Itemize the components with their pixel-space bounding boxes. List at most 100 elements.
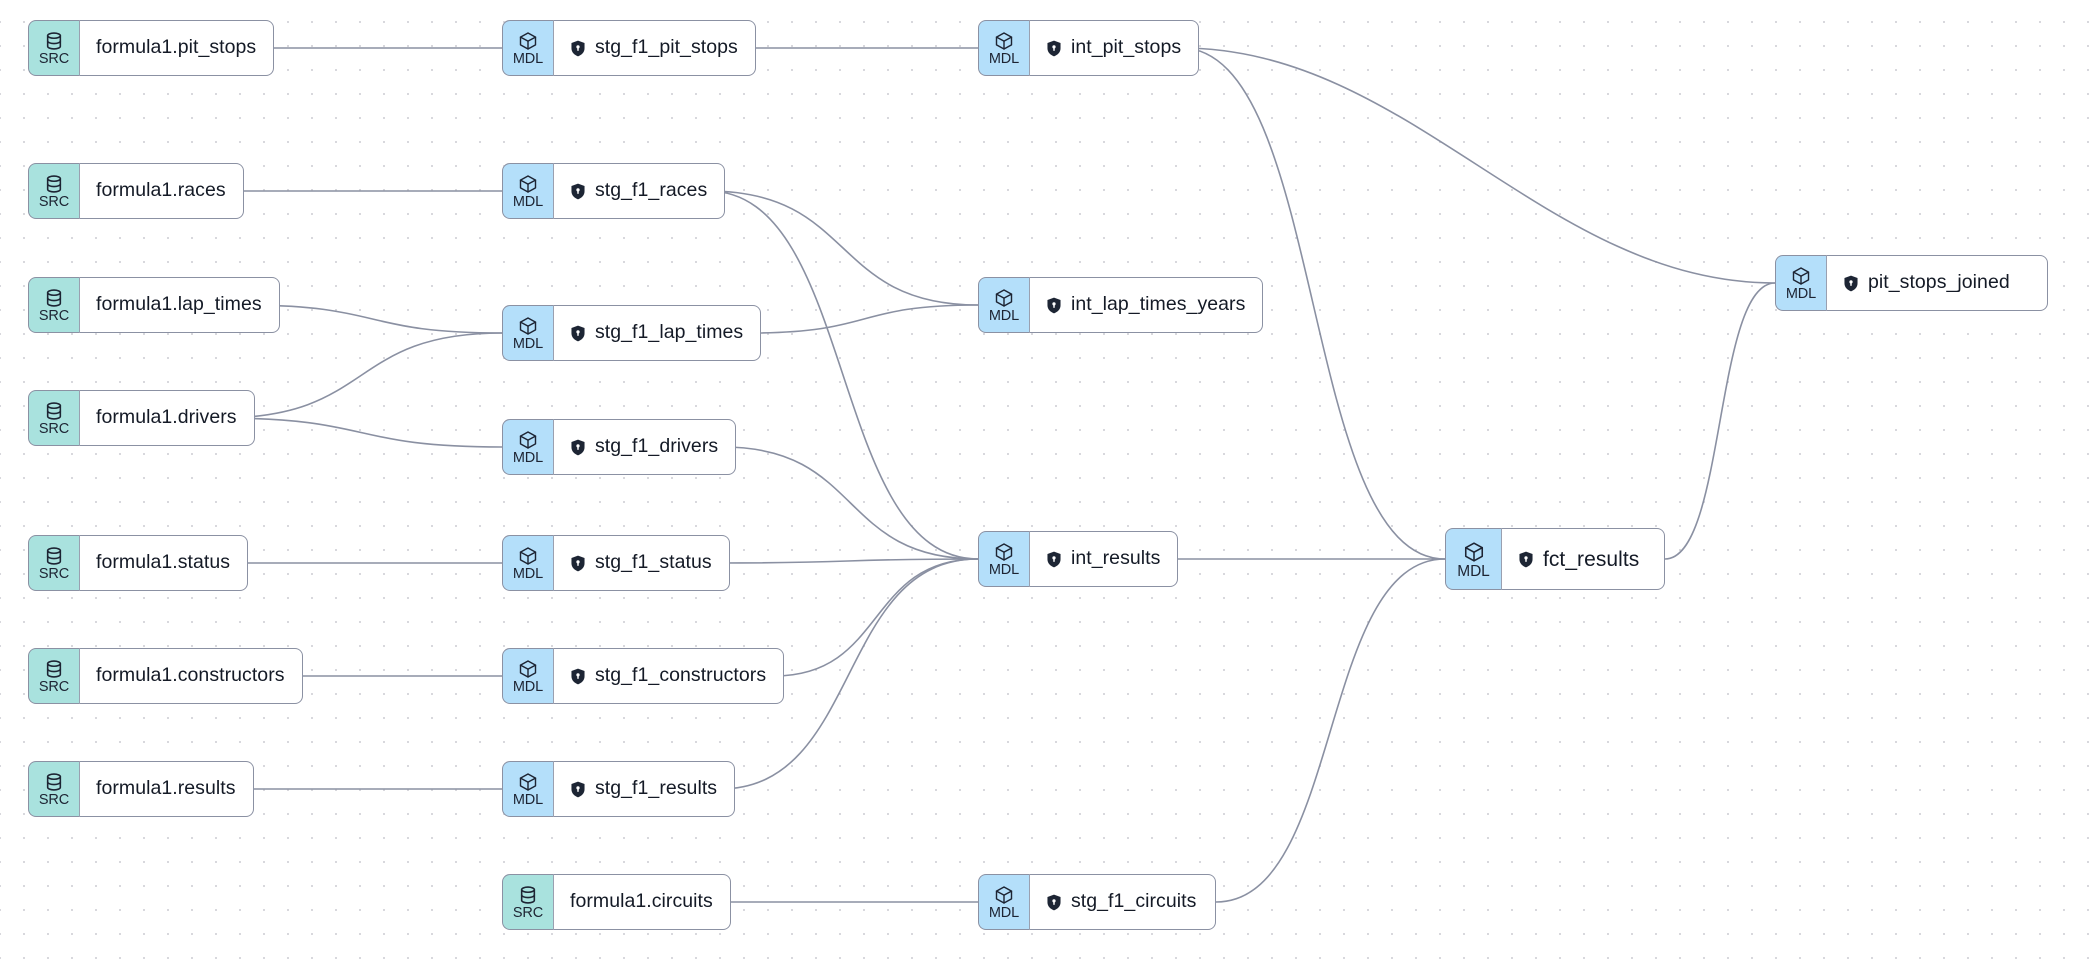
- graph-node-src_pit_stops[interactable]: SRC formula1.pit_stops: [28, 20, 275, 76]
- cube-icon: [518, 659, 538, 679]
- shield-lock-icon: [570, 183, 586, 200]
- edge-stg_circuits-to-fct_results: [1215, 558, 1446, 903]
- edge-src_lap_times-to-stg_lap_times: [242, 304, 503, 334]
- node-label: stg_f1_drivers: [595, 435, 719, 458]
- shield-lock-icon: [570, 325, 586, 342]
- node-type-label: SRC: [512, 905, 544, 921]
- database-icon: [44, 772, 64, 792]
- database-icon: [518, 885, 538, 905]
- node-type-label: MDL: [512, 566, 544, 582]
- node-type-badge-mdl: MDL: [502, 305, 553, 361]
- node-body[interactable]: formula1.circuits: [553, 874, 731, 930]
- cube-icon: [994, 885, 1014, 905]
- shield-lock-icon: [1518, 551, 1534, 568]
- node-body[interactable]: stg_f1_pit_stops: [553, 20, 756, 76]
- node-type-label: MDL: [512, 336, 544, 352]
- node-type-label: SRC: [38, 194, 70, 210]
- shield-lock-icon: [570, 555, 586, 572]
- node-type-badge-src: SRC: [28, 163, 79, 219]
- node-type-label: SRC: [38, 679, 70, 695]
- node-body[interactable]: stg_f1_status: [553, 535, 730, 591]
- graph-node-stg_drivers[interactable]: MDL stg_f1_drivers: [502, 419, 737, 475]
- node-body[interactable]: int_lap_times_years: [1029, 277, 1264, 333]
- node-type-badge-mdl: MDL: [502, 419, 553, 475]
- node-body[interactable]: formula1.drivers: [79, 390, 255, 446]
- edge-stg_races-to-int_results: [707, 190, 979, 560]
- database-icon: [44, 401, 64, 421]
- cube-icon: [518, 430, 538, 450]
- graph-node-src_results[interactable]: SRC formula1.results: [28, 761, 254, 817]
- node-body[interactable]: formula1.results: [79, 761, 254, 817]
- graph-node-src_lap_times[interactable]: SRC formula1.lap_times: [28, 277, 280, 333]
- node-type-label: MDL: [512, 450, 544, 466]
- graph-node-stg_constructors[interactable]: MDL stg_f1_constructors: [502, 648, 785, 704]
- node-type-badge-mdl: MDL: [502, 761, 553, 817]
- node-body[interactable]: formula1.status: [79, 535, 249, 591]
- database-icon: [44, 659, 64, 679]
- node-type-badge-mdl: MDL: [1445, 528, 1501, 590]
- node-body[interactable]: stg_f1_constructors: [553, 648, 785, 704]
- node-body[interactable]: formula1.pit_stops: [79, 20, 275, 76]
- node-body[interactable]: int_results: [1029, 531, 1179, 587]
- node-type-badge-src: SRC: [28, 761, 79, 817]
- shield-lock-icon: [570, 40, 586, 57]
- node-type-label: MDL: [988, 905, 1020, 921]
- node-type-badge-mdl: MDL: [502, 163, 553, 219]
- node-label: formula1.results: [96, 777, 236, 800]
- node-type-label: MDL: [512, 792, 544, 808]
- node-body[interactable]: stg_f1_results: [553, 761, 736, 817]
- edge-stg_constructors-to-int_results: [773, 558, 979, 677]
- graph-node-stg_pit_stops[interactable]: MDL stg_f1_pit_stops: [502, 20, 756, 76]
- node-label: pit_stops_joined: [1868, 271, 2010, 294]
- node-label: stg_f1_constructors: [595, 664, 767, 687]
- node-body[interactable]: stg_f1_circuits: [1029, 874, 1216, 930]
- node-body[interactable]: int_pit_stops: [1029, 20, 1200, 76]
- graph-node-src_constructors[interactable]: SRC formula1.constructors: [28, 648, 303, 704]
- node-body[interactable]: fct_results: [1501, 528, 1665, 590]
- node-label: int_results: [1071, 547, 1161, 570]
- edge-stg_lap_times-to-int_lap_times_years: [749, 304, 979, 334]
- node-type-label: SRC: [38, 308, 70, 324]
- database-icon: [44, 174, 64, 194]
- node-body[interactable]: formula1.constructors: [79, 648, 303, 704]
- node-type-label: MDL: [1785, 286, 1817, 302]
- node-type-label: MDL: [512, 51, 544, 67]
- node-type-badge-src: SRC: [28, 648, 79, 704]
- node-type-label: SRC: [38, 51, 70, 67]
- cube-icon: [518, 174, 538, 194]
- graph-node-stg_lap_times[interactable]: MDL stg_f1_lap_times: [502, 305, 762, 361]
- node-type-label: MDL: [512, 679, 544, 695]
- node-label: stg_f1_pit_stops: [595, 36, 738, 59]
- cube-icon: [518, 316, 538, 336]
- node-label: formula1.status: [96, 551, 231, 574]
- node-body[interactable]: stg_f1_races: [553, 163, 726, 219]
- database-icon: [44, 546, 64, 566]
- edge-src_drivers-to-stg_drivers: [219, 417, 503, 448]
- node-body[interactable]: formula1.races: [79, 163, 244, 219]
- graph-node-src_circuits[interactable]: SRC formula1.circuits: [502, 874, 731, 930]
- graph-node-pit_stops_joined[interactable]: MDL pit_stops_joined: [1775, 255, 2048, 311]
- graph-node-src_races[interactable]: SRC formula1.races: [28, 163, 244, 219]
- node-body[interactable]: stg_f1_lap_times: [553, 305, 762, 361]
- node-body[interactable]: pit_stops_joined: [1826, 255, 2048, 311]
- node-label: int_lap_times_years: [1071, 293, 1246, 316]
- shield-lock-icon: [570, 781, 586, 798]
- graph-node-stg_status[interactable]: MDL stg_f1_status: [502, 535, 730, 591]
- edge-stg_status-to-int_results: [717, 558, 979, 564]
- node-body[interactable]: formula1.lap_times: [79, 277, 280, 333]
- graph-node-stg_results[interactable]: MDL stg_f1_results: [502, 761, 736, 817]
- shield-lock-icon: [1843, 275, 1859, 292]
- graph-node-stg_circuits[interactable]: MDL stg_f1_circuits: [978, 874, 1216, 930]
- node-type-badge-src: SRC: [28, 277, 79, 333]
- node-body[interactable]: stg_f1_drivers: [553, 419, 737, 475]
- node-label: formula1.constructors: [96, 664, 285, 687]
